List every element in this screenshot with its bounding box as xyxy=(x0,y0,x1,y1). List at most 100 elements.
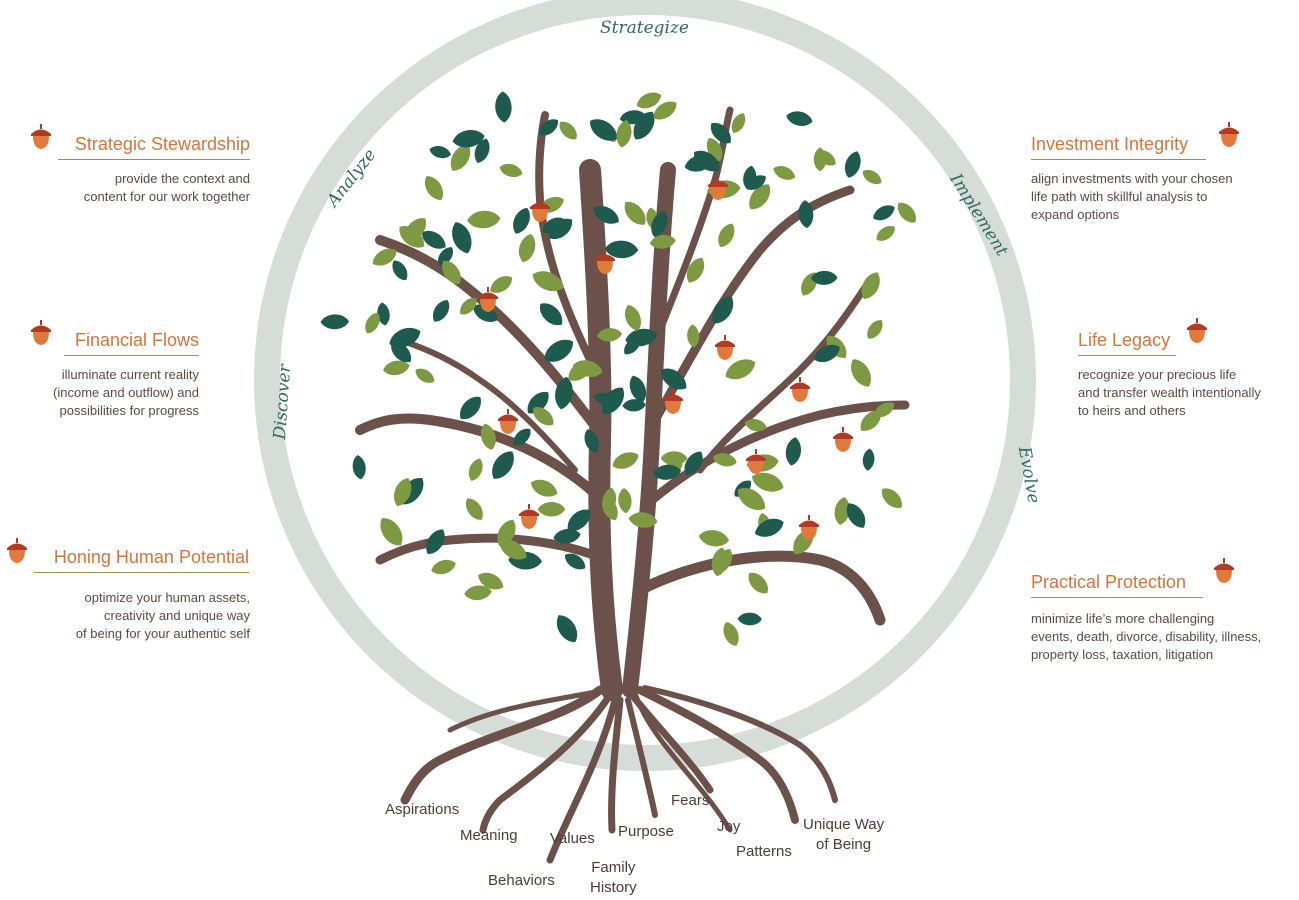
section-title-financial-flows: Financial Flows xyxy=(64,330,199,356)
leaf xyxy=(711,547,728,577)
leaf xyxy=(616,119,632,148)
leaf xyxy=(737,488,766,510)
leaf xyxy=(320,314,350,330)
leaf xyxy=(698,530,729,547)
leaf xyxy=(867,320,883,339)
leaf xyxy=(713,453,737,467)
acorn-icon xyxy=(530,197,550,222)
leaf xyxy=(649,234,676,249)
leaf xyxy=(518,233,536,263)
acorn-icon xyxy=(708,175,728,200)
leaf xyxy=(873,205,895,221)
leaf xyxy=(881,488,902,508)
leaf xyxy=(786,111,813,126)
leaf xyxy=(624,337,641,355)
leaf xyxy=(497,519,516,547)
acorn-icon xyxy=(519,504,539,529)
leaf xyxy=(459,396,482,420)
leaf xyxy=(814,344,840,363)
leaf xyxy=(862,448,875,471)
root-label-joy: Joy xyxy=(717,818,741,835)
leaf xyxy=(474,138,490,163)
leaf xyxy=(593,392,616,405)
leaf xyxy=(533,407,554,426)
leaf xyxy=(660,368,687,390)
leaf xyxy=(798,200,814,229)
leaf xyxy=(467,210,501,229)
section-text-financial-flows: illuminate current reality (income and o… xyxy=(53,367,199,418)
leaf xyxy=(544,339,574,362)
root-label-meaning: Meaning xyxy=(460,827,518,844)
acorn-icon xyxy=(663,389,683,414)
acorn-icon xyxy=(833,427,853,452)
leaf xyxy=(710,122,731,144)
leaf xyxy=(564,553,586,570)
section-text-honing-human-potential: optimize your human assets, creativity a… xyxy=(75,590,250,641)
leaf xyxy=(612,452,639,469)
leaf xyxy=(651,211,668,237)
leaf xyxy=(452,129,485,148)
leaf xyxy=(618,488,632,514)
leaf xyxy=(684,451,703,475)
leaf xyxy=(590,119,618,141)
leaf xyxy=(391,341,412,363)
leaf xyxy=(810,270,838,285)
leaf xyxy=(527,391,549,414)
leaf xyxy=(785,437,801,466)
leaf xyxy=(749,184,771,210)
leaf xyxy=(394,478,412,507)
leaf xyxy=(415,368,435,383)
leaf xyxy=(495,91,512,123)
leaf-cluster xyxy=(320,91,916,646)
leaf xyxy=(365,312,380,334)
leaf xyxy=(773,165,796,180)
leaf xyxy=(450,144,471,171)
leaf xyxy=(567,509,591,531)
leaf xyxy=(596,328,623,342)
acorn-icon xyxy=(7,538,27,563)
section-text-life-legacy: recognize your precious life and transfe… xyxy=(1078,367,1261,418)
leaf xyxy=(464,585,492,601)
leaf xyxy=(718,223,735,248)
leaf xyxy=(861,272,880,300)
leaf xyxy=(377,302,390,326)
section-text-investment-integrity: align investments with your chosen life … xyxy=(1031,171,1233,222)
root-label-values: Values xyxy=(550,830,595,847)
leaf xyxy=(425,176,443,200)
section-title-life-legacy: Life Legacy xyxy=(1078,330,1176,356)
section-title-practical-protection: Practical Protection xyxy=(1031,572,1203,598)
acorn-icon xyxy=(790,377,810,402)
leaf xyxy=(553,528,581,544)
leaf xyxy=(438,247,453,266)
leaf xyxy=(549,218,573,240)
leaf xyxy=(555,376,573,410)
leaf xyxy=(723,622,739,646)
leaf xyxy=(433,300,450,322)
acorn-icon xyxy=(595,249,615,274)
leaf xyxy=(737,612,762,626)
leaf xyxy=(466,498,483,520)
leaf xyxy=(748,572,768,594)
leaf xyxy=(452,222,472,254)
leaf xyxy=(513,428,531,446)
leaf xyxy=(559,121,577,140)
leaf xyxy=(513,207,530,234)
root-label-patterns: Patterns xyxy=(736,843,792,860)
leaf xyxy=(530,479,558,497)
acorn-icon xyxy=(1187,318,1207,343)
leaf xyxy=(846,503,866,528)
leaf xyxy=(431,559,456,575)
tree-acorns xyxy=(478,175,853,540)
leaf xyxy=(844,151,861,178)
acorn-icon xyxy=(1219,122,1239,147)
leaf xyxy=(653,101,677,120)
acorn-icon xyxy=(478,287,498,312)
leaf xyxy=(593,206,619,224)
acorn-icon xyxy=(31,124,51,149)
leaf xyxy=(897,202,916,223)
leaf xyxy=(686,257,705,283)
root-label-behaviors: Behaviors xyxy=(488,872,555,889)
leaf xyxy=(468,458,483,481)
leaf xyxy=(746,175,766,190)
